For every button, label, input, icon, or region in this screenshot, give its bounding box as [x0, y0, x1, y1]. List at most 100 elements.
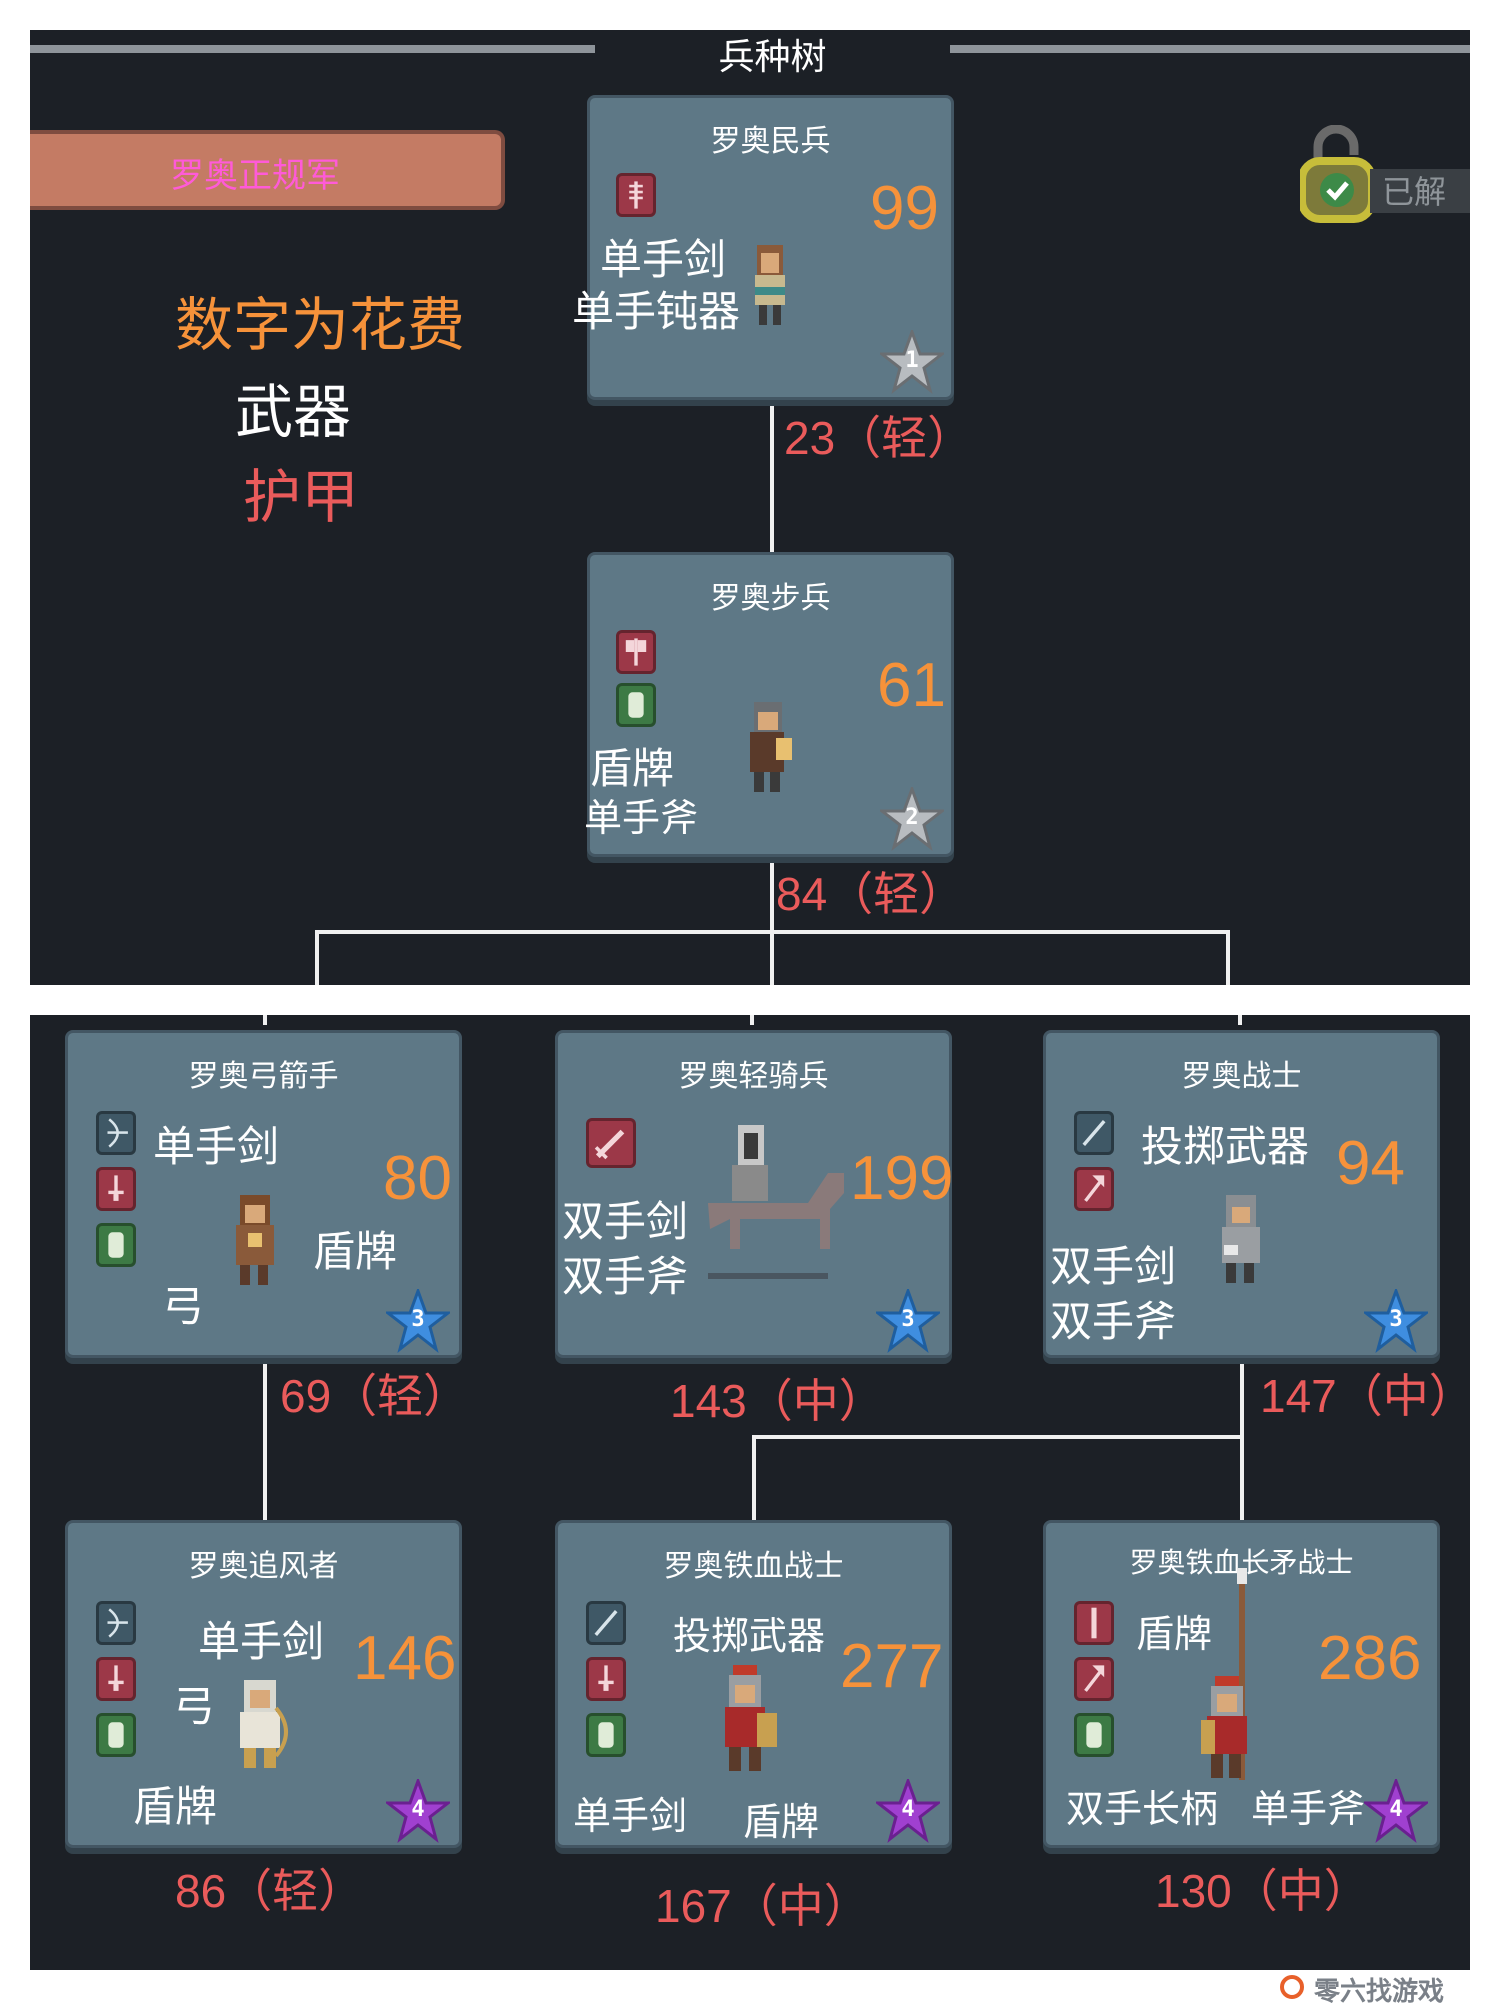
unit-cost: 199 [850, 1144, 954, 1213]
unlock-status[interactable]: 已解 [1298, 124, 1470, 225]
connector-line [1238, 1015, 1242, 1025]
unit-card-warrior[interactable]: 罗奥战士 94 投掷武器 双手剑 双手斧 3 [1043, 1030, 1440, 1358]
unit-card-archer[interactable]: 罗奥弓箭手 80 单手剑 盾牌 弓 3 [65, 1030, 462, 1358]
militia-sprite [755, 245, 785, 325]
bow-icon [96, 1601, 136, 1645]
weapon-label: 盾牌 [590, 744, 675, 793]
page-title: 兵种树 [718, 37, 827, 78]
unit-card-windchaser[interactable]: 罗奥追风者 146 单手剑 弓 盾牌 4 [65, 1520, 462, 1848]
tree-panel-top: 兵种树 罗奥正规军 已解 数字为花费 武器 护甲 罗奥民兵 99 单手剑 单手钝… [30, 30, 1470, 985]
unit-name: 罗奥战士 [1181, 1059, 1302, 1094]
unit-card-infantry[interactable]: 罗奥步兵 61 盾牌 单手斧 2 [584, 552, 954, 857]
archer-sprite [236, 1195, 274, 1285]
title-divider-right [950, 45, 1470, 53]
unit-cost: 61 [877, 651, 946, 720]
watermark: 零六找游戏 [1280, 1975, 1500, 2007]
weapon-label: 单手剑 [573, 1794, 688, 1838]
unit-card-iron-spear-warrior[interactable]: 罗奥铁血长矛战士 286 盾牌 双手长柄 单手斧 4 [1043, 1520, 1440, 1848]
armor-value: 86（轻） [175, 1865, 365, 1917]
connector-line [770, 856, 774, 985]
greatsword-icon [586, 1118, 636, 1168]
armor-value: 147（中） [1260, 1370, 1470, 1422]
tier-star-badge: 2 [880, 787, 944, 851]
faction-tab[interactable]: 罗奥正规军 [30, 130, 505, 210]
tier-star-badge: 1 [880, 330, 944, 394]
unit-name: 罗奥铁血战士 [663, 1549, 844, 1584]
unit-cost: 286 [1318, 1624, 1422, 1693]
unit-cost: 80 [383, 1144, 452, 1213]
weapon-label: 单手钝器 [572, 287, 741, 336]
connector-line [752, 1435, 756, 1535]
legend-cost: 数字为花费 [175, 291, 466, 359]
axe-icon [1074, 1657, 1114, 1701]
greataxe-icon [1074, 1167, 1114, 1211]
armor-value: 167（中） [655, 1880, 870, 1932]
weapon-label: 双手斧 [562, 1252, 689, 1301]
unit-name: 罗奥民兵 [710, 124, 831, 159]
tier-number: 4 [411, 1797, 425, 1822]
armor-value: 23（轻） [784, 412, 974, 464]
unit-card-iron-warrior[interactable]: 罗奥铁血战士 277 投掷武器 单手剑 盾牌 4 [555, 1520, 952, 1848]
javelin-icon [1074, 1111, 1114, 1155]
connector-line [263, 1015, 267, 1025]
sword-icon [96, 1657, 136, 1701]
tier-number: 4 [901, 1797, 915, 1822]
tier-number: 3 [411, 1307, 425, 1332]
tier-star-badge: 4 [876, 1779, 940, 1843]
shield-icon [616, 683, 656, 727]
tier-number: 4 [1389, 1797, 1403, 1822]
weapon-label: 盾牌 [1136, 1612, 1213, 1656]
weapon-label: 双手剑 [1050, 1242, 1177, 1291]
unlock-label: 已解 [1382, 173, 1447, 211]
title-divider-left [30, 45, 595, 53]
connector-line [315, 930, 1230, 934]
unit-card-light-cavalry[interactable]: 罗奥轻骑兵 199 双手剑 双手斧 3 [555, 1030, 954, 1358]
weapon-label: 单手斧 [584, 796, 699, 840]
tier-star-badge: 3 [876, 1289, 940, 1353]
armor-value: 84（轻） [776, 868, 966, 920]
shield-icon [96, 1223, 136, 1267]
connector-line [1226, 930, 1230, 985]
sword-icon [96, 1167, 136, 1211]
tier-number: 3 [901, 1307, 915, 1332]
weapon-label: 投掷武器 [673, 1614, 826, 1658]
tier-star-badge: 3 [1364, 1289, 1428, 1353]
warrior-sprite [1222, 1195, 1260, 1283]
legend-armor: 护甲 [243, 463, 360, 531]
windchaser-sprite [240, 1680, 288, 1768]
shield-icon [96, 1713, 136, 1757]
polearm-icon [1074, 1601, 1114, 1645]
tier-star-badge: 3 [386, 1289, 450, 1353]
sword-icon [586, 1657, 626, 1701]
shield-icon [586, 1713, 626, 1757]
connector-line [1240, 1360, 1244, 1535]
weapon-label: 弓 [162, 1282, 205, 1331]
weapon-label: 单手斧 [1251, 1787, 1366, 1831]
weapon-label: 盾牌 [743, 1800, 820, 1844]
bow-icon [96, 1111, 136, 1155]
unit-cost: 277 [840, 1632, 944, 1701]
axe-icon [616, 630, 656, 674]
weapon-label: 单手剑 [198, 1617, 325, 1666]
watermark-text: 零六找游戏 [1314, 1977, 1445, 2007]
connector-line [750, 1015, 754, 1025]
weapon-label: 单手剑 [153, 1122, 280, 1171]
javelin-icon [586, 1601, 626, 1645]
unit-card-militia[interactable]: 罗奥民兵 99 单手剑 单手钝器 1 [572, 95, 954, 400]
unit-cost: 94 [1336, 1129, 1405, 1198]
connector-line [770, 398, 774, 578]
unit-name: 罗奥追风者 [188, 1549, 339, 1584]
weapon-label: 单手剑 [600, 235, 727, 284]
faction-tab-label: 罗奥正规军 [170, 156, 340, 196]
tier-star-badge: 4 [1364, 1779, 1428, 1843]
iron-warrior-sprite [725, 1665, 777, 1771]
cavalry-sprite [708, 1125, 844, 1279]
connector-line [263, 1360, 267, 1535]
unit-name: 罗奥轻骑兵 [678, 1059, 829, 1094]
unit-cost: 99 [870, 174, 939, 243]
watermark-logo-icon [1280, 1975, 1304, 1999]
armor-value: 143（中） [670, 1375, 885, 1427]
unit-cost: 146 [353, 1624, 457, 1693]
tier-number: 1 [905, 348, 919, 373]
unit-name: 罗奥步兵 [710, 581, 831, 616]
